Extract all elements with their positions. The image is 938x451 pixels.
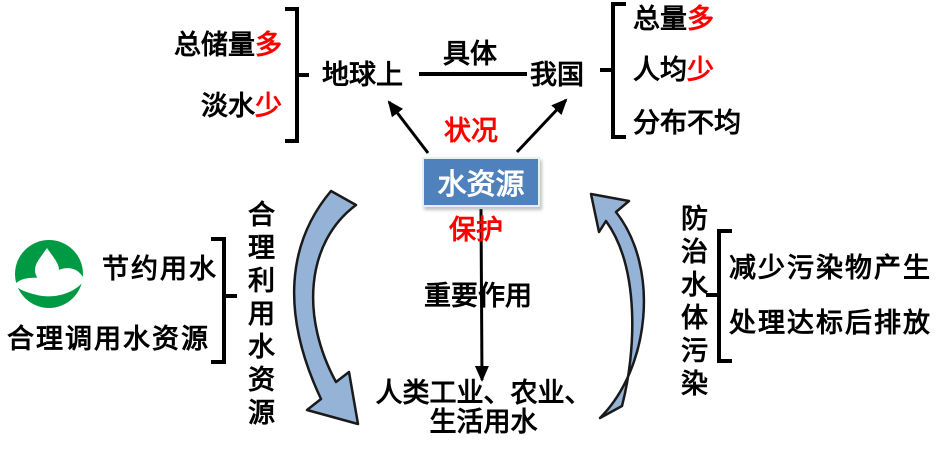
bracket-top-left xyxy=(285,7,309,143)
important-role-label: 重要作用 xyxy=(424,281,532,311)
usage-line2: 生活用水 xyxy=(429,407,538,437)
branch-item: 淡水少 xyxy=(201,91,282,122)
usage-label: 人类工业、农业、 生活用水 xyxy=(341,379,626,437)
branch-item: 分布不均 xyxy=(633,108,741,139)
central-topic-box: 水资源 xyxy=(422,157,540,207)
left-branch-item: 节约用水 xyxy=(102,254,218,284)
item-highlight: 少 xyxy=(687,55,714,85)
branch-item: 总储量多 xyxy=(174,30,282,61)
item-text: 人均 xyxy=(633,55,687,85)
item-text: 淡水 xyxy=(201,91,255,121)
item-highlight: 多 xyxy=(255,30,282,60)
link-label-specific: 具体 xyxy=(443,39,497,69)
item-text: 分布不均 xyxy=(633,108,741,138)
right-branch-vertical-label: 防治水体污染 xyxy=(677,204,707,402)
item-highlight: 少 xyxy=(255,91,282,121)
protect-label: 保护 xyxy=(449,215,503,245)
branch-item: 人均少 xyxy=(633,55,714,86)
right-branch-item: 减少污染物产生 xyxy=(729,253,932,283)
bracket-bottom-right xyxy=(706,229,732,363)
central-topic-label: 水资源 xyxy=(437,169,525,201)
up-arrow-to-earth xyxy=(387,100,430,154)
node-china: 我国 xyxy=(530,60,584,90)
left-branch-vertical-label: 合理利用水资源 xyxy=(244,200,274,431)
branch-item: 总量多 xyxy=(633,4,714,35)
node-earth: 地球上 xyxy=(322,60,403,90)
up-arrow-to-china xyxy=(515,98,568,154)
right-branch-item: 处理达标后排放 xyxy=(729,308,932,338)
item-text: 总储量 xyxy=(174,30,255,60)
left-branch-item: 合理调用水资源 xyxy=(7,324,210,354)
usage-line1: 人类工业、农业、 xyxy=(375,378,592,408)
item-highlight: 多 xyxy=(687,4,714,34)
water-saving-logo-icon xyxy=(15,240,83,308)
item-text: 总量 xyxy=(633,4,687,34)
bracket-top-right xyxy=(600,2,626,139)
status-label: 状况 xyxy=(444,116,498,146)
